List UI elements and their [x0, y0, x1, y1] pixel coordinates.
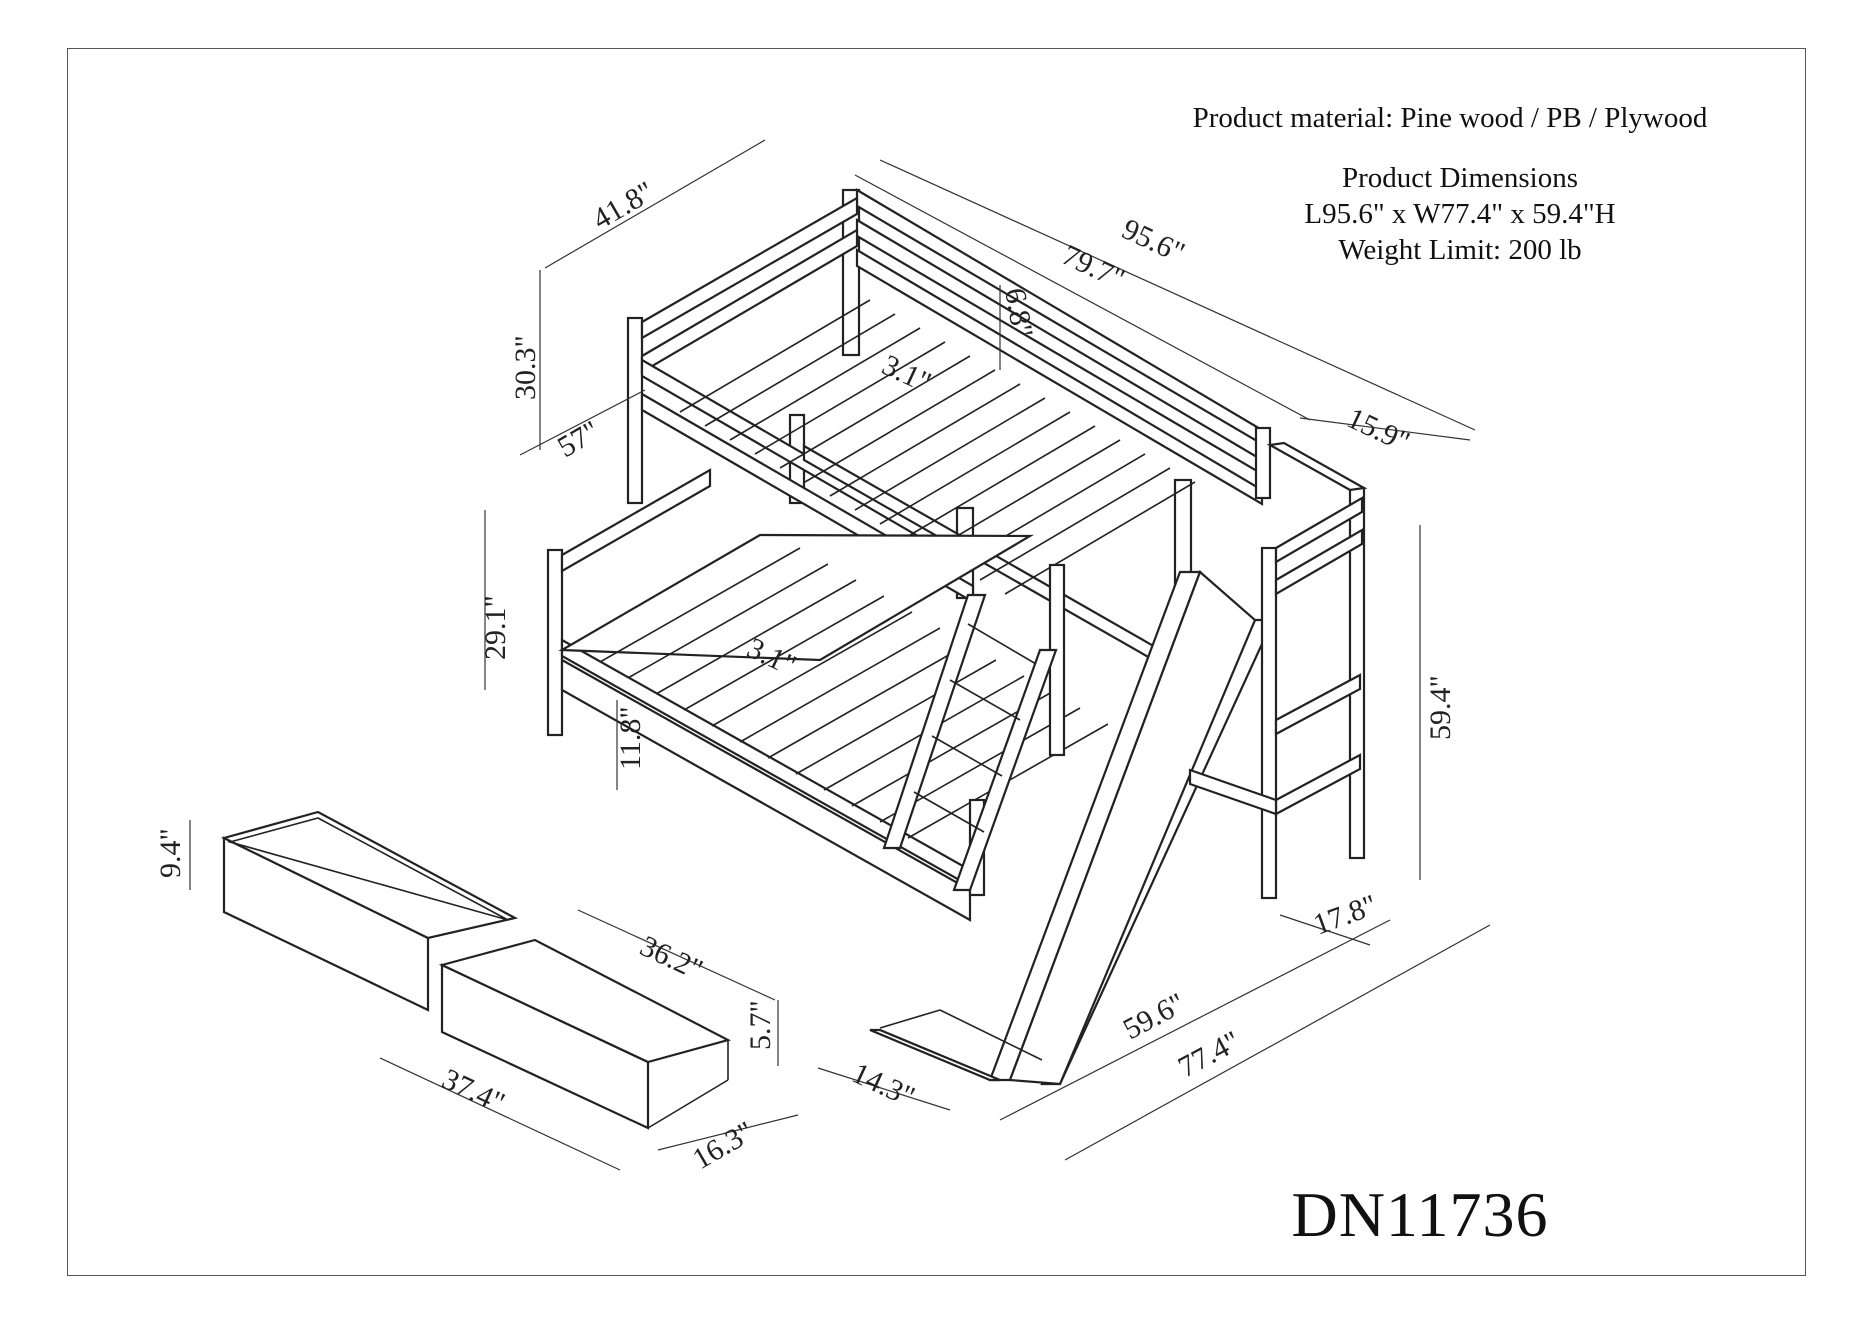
- dim-label-36-2: 36.2": [635, 929, 708, 986]
- lower-bunk: [546, 468, 1109, 922]
- dim-label-77-4: 77.4": [1173, 1025, 1246, 1085]
- dim-label-14-3: 14.3": [847, 1056, 920, 1113]
- dim-label-79-7: 79.7": [1057, 238, 1130, 295]
- ladder: [882, 593, 1058, 892]
- upper-bunk: [626, 188, 1272, 680]
- dim-label-5-7: 5.7": [744, 1000, 777, 1050]
- product-material-text: Product material: Pine wood / PB / Plywo…: [1192, 102, 1708, 134]
- dim-label-37-4: 37.4": [437, 1062, 510, 1119]
- product-dimensions-title: Product Dimensions: [1341, 162, 1579, 194]
- dim-label-57: 57": [552, 414, 605, 464]
- model-number: DN11736: [1291, 1179, 1549, 1250]
- side-shelf-unit: [1188, 441, 1368, 900]
- dim-label-15-9: 15.9": [1342, 401, 1415, 458]
- dimension-lines: [189, 139, 1491, 1171]
- product-dimensions-block: Product Dimensions L95.6" x W77.4" x 59.…: [1230, 160, 1690, 268]
- dim-label-16-3: 16.3": [687, 1115, 760, 1176]
- weight-limit-text: Weight Limit: 200 lb: [1338, 234, 1582, 266]
- dim-label-41-8: 41.8": [587, 175, 660, 236]
- dim-label-9-4: 9.4": [154, 828, 187, 878]
- dim-label-95-6: 95.6": [1117, 212, 1190, 269]
- product-dimensions-value: L95.6" x W77.4" x 59.4"H: [1304, 198, 1616, 230]
- dim-label-59-6: 59.6": [1118, 987, 1191, 1047]
- dim-label-11-8: 11.8": [614, 706, 647, 770]
- dim-label-17-8: 17.8": [1309, 888, 1381, 941]
- drawers: [220, 810, 732, 1130]
- dim-label-3-1-top: 3.1": [877, 348, 936, 399]
- dim-label-30-3: 30.3": [509, 335, 542, 400]
- dim-label-29-1: 29.1": [479, 595, 512, 660]
- slide: [869, 570, 1275, 1086]
- drawing-border: [67, 48, 1806, 1276]
- dim-label-59-4: 59.4": [1424, 675, 1457, 740]
